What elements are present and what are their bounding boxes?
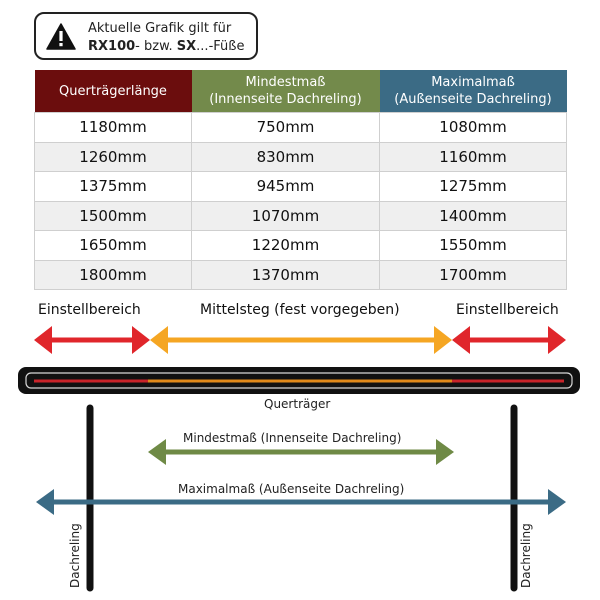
roof-rail-left-label: Dachreling [68, 523, 82, 588]
notice-line-2: RX100- bzw. SX...-Füße [88, 39, 244, 54]
table-row: 1500mm 1070mm 1400mm [34, 200, 567, 231]
table-row: 1650mm 1220mm 1550mm [34, 230, 567, 261]
table-row: 1375mm 945mm 1275mm [34, 171, 567, 202]
warning-icon [46, 23, 76, 50]
notice-model-b: SX [176, 39, 197, 54]
table-row: 1180mm 750mm 1080mm [34, 112, 567, 143]
cell-max: 1550mm [379, 230, 567, 261]
cell-max: 1700mm [379, 259, 567, 290]
notice-box: Aktuelle Grafik gilt für RX100- bzw. SX.… [34, 12, 258, 60]
cell-max: 1080mm [379, 112, 567, 143]
left-range-label: Einstellbereich [38, 302, 141, 318]
cell-min: 750mm [191, 112, 380, 143]
dimension-table: Querträgerlänge Mindestmaß(Innenseite Da… [34, 70, 567, 290]
roof-rail-right-label: Dachreling [519, 523, 533, 588]
cell-length: 1260mm [34, 141, 192, 172]
left-range-arrow [34, 326, 150, 354]
cell-length: 1800mm [34, 259, 192, 290]
cell-min: 1220mm [191, 230, 380, 261]
crossbar-label: Querträger [264, 397, 331, 411]
max-dimension-arrow [36, 489, 566, 515]
header-min-dimension: Mindestmaß(Innenseite Dachreling) [191, 70, 380, 113]
cell-max: 1400mm [379, 200, 567, 231]
notice-model-a: RX100 [88, 39, 136, 54]
cell-length: 1375mm [34, 171, 192, 202]
cell-min: 945mm [191, 171, 380, 202]
center-fixed-arrow [150, 326, 452, 354]
notice-mid-text: - bzw. [135, 39, 177, 54]
right-range-arrow [452, 326, 566, 354]
min-dimension-arrow [148, 439, 454, 465]
table-row: 1800mm 1370mm 1700mm [34, 259, 567, 290]
cell-min: 1070mm [191, 200, 380, 231]
cell-length: 1180mm [34, 112, 192, 143]
center-label: Mittelsteg (fest vorgegeben) [200, 302, 400, 318]
table-row: 1260mm 830mm 1160mm [34, 141, 567, 172]
table-header-row: Querträgerlänge Mindestmaß(Innenseite Da… [34, 70, 567, 113]
max-dimension-label: Maximalmaß (Außenseite Dachreling) [178, 482, 405, 496]
right-range-label: Einstellbereich [456, 302, 559, 318]
cell-max: 1160mm [379, 141, 567, 172]
min-dimension-label: Mindestmaß (Innenseite Dachreling) [183, 431, 402, 445]
notice-line-1: Aktuelle Grafik gilt für [88, 21, 232, 36]
notice-end-text: ...-Füße [196, 39, 245, 54]
cell-length: 1500mm [34, 200, 192, 231]
header-max-dimension: Maximalmaß(Außenseite Dachreling) [379, 70, 567, 113]
header-crossbar-length: Querträgerlänge [34, 70, 192, 113]
crossbar-bar [18, 367, 580, 394]
cell-length: 1650mm [34, 230, 192, 261]
cell-min: 1370mm [191, 259, 380, 290]
